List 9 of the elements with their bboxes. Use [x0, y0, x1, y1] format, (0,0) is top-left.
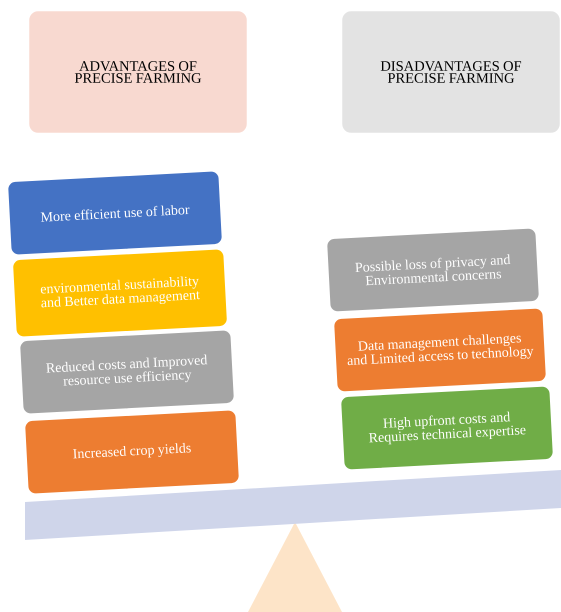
item-box: More efficient use of labor [6, 170, 224, 256]
item-box: environmental sustainability and Better data management [12, 248, 228, 338]
item-box: High upfront costs and Requires technical expertise [340, 385, 554, 471]
header-box: DISADVANTAGES OF PRECISE FARMING [342, 11, 560, 133]
header-box: ADVANTAGES OF PRECISE FARMING [29, 11, 247, 133]
item-box: Data management challenges and Limited access to technology [332, 307, 548, 393]
item-box: Reduced costs and Improved resource use efficiency [18, 329, 236, 415]
item-box: Possible loss of privacy and Environmental concerns [326, 227, 540, 313]
item-box: Increased crop yields [24, 409, 240, 495]
